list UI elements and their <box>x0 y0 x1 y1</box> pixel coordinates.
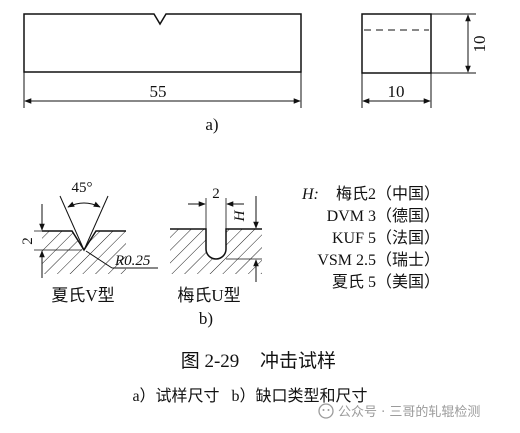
width-dimension: 10 <box>388 82 405 101</box>
legend-item: DVM 3（德国） <box>327 207 440 225</box>
u-notch-width: 2 <box>212 186 220 202</box>
length-dimension: 55 <box>150 82 167 101</box>
watermark-text: 公众号 · 三哥的轧辊检测 <box>338 404 480 420</box>
legend-item: 夏氏 5（美国） <box>332 273 440 291</box>
legend-item: 梅氏2（中国） <box>336 185 440 203</box>
v-notch-angle: 45° <box>72 180 93 196</box>
v-notch-depth: 2 <box>20 237 36 245</box>
notch-depth-legend: H: 梅氏2（中国） DVM 3（德国） KUF 5（法国） VSM 2.5（瑞… <box>301 185 440 291</box>
legend-item: VSM 2.5（瑞士） <box>317 251 440 269</box>
figure-title: 冲击试样 <box>260 350 336 372</box>
figure-subcaption: a）试样尺寸 b）缺口类型和尺寸 <box>132 387 367 405</box>
watermark: 公众号 · 三哥的轧辊检测 <box>318 403 480 420</box>
v-notch-radius: R0.25 <box>114 253 151 269</box>
wechat-icon <box>318 403 334 419</box>
u-notch-caption: 梅氏U型 <box>177 286 240 305</box>
part-a-label: a) <box>205 115 218 134</box>
height-dimension: 10 <box>470 36 489 53</box>
part-b-label: b) <box>199 309 213 328</box>
u-notch-drawing <box>170 196 262 282</box>
figure-number: 图 2-29 <box>181 351 240 372</box>
v-notch-drawing <box>34 195 158 278</box>
specimen-front-view <box>23 13 302 108</box>
specimen-side-view <box>361 13 476 108</box>
legend-item: KUF 5（法国） <box>332 229 440 247</box>
legend-symbol: H: <box>301 186 319 203</box>
u-notch-depth: H <box>232 209 248 222</box>
v-notch-caption: 夏氏V型 <box>51 286 114 305</box>
